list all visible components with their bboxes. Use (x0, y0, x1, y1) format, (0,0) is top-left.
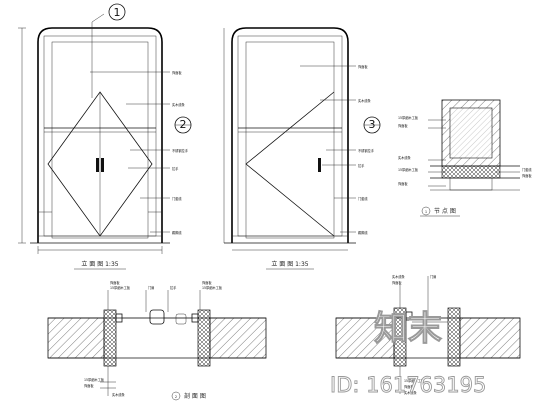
watermark-id-text: ID: 161763195 (330, 373, 486, 397)
svg-text:拉手: 拉手 (170, 285, 177, 290)
watermark: 知末 ID: 161763195 (330, 309, 487, 398)
svg-text:拉手: 拉手 (172, 166, 179, 171)
svg-text:剖 面 图: 剖 面 图 (184, 392, 206, 400)
svg-text:15厚细木工板: 15厚细木工板 (110, 285, 131, 290)
svg-text:不锈钢拉手: 不锈钢拉手 (358, 148, 375, 153)
detail-1: 15厚细木工板 饰面板 实木线条 15厚细木工板 饰面板 门套线 饰面板 1 节… (398, 99, 532, 217)
svg-text:拉手: 拉手 (358, 163, 365, 168)
svg-text:1: 1 (425, 210, 427, 214)
watermark-logo-text: 知末 (374, 309, 442, 349)
svg-text:不锈钢拉手: 不锈钢拉手 (172, 148, 189, 153)
svg-text:实木线条: 实木线条 (112, 392, 126, 397)
svg-text:15厚细木工板: 15厚细木工板 (398, 167, 419, 172)
elevation-1: 饰面板 实木线条 不锈钢拉手 拉手 门套线 踢脚线 1 2 立 面 图 1:35 (18, 3, 192, 270)
svg-text:踢脚线: 踢脚线 (358, 230, 368, 235)
svg-text:15厚细木工板: 15厚细木工板 (84, 377, 105, 382)
svg-text:饰面板: 饰面板 (84, 383, 94, 388)
svg-text:饰面板: 饰面板 (522, 173, 532, 178)
svg-text:节 点 图: 节 点 图 (434, 207, 456, 215)
elevation-1-caption: 立 面 图 1:35 (81, 260, 118, 268)
detail-1-title: 1 节 点 图 (420, 206, 460, 217)
section-marker-2: 2 (174, 116, 192, 134)
svg-text:饰面板: 饰面板 (392, 280, 402, 285)
svg-text:3: 3 (369, 118, 376, 131)
svg-text:饰面板: 饰面板 (398, 181, 408, 186)
section-2: 饰面板 15厚细木工板 门扇 拉手 饰面板 15厚细木工板 15厚细木工板 饰面… (47, 280, 267, 401)
svg-text:饰面板: 饰面板 (358, 64, 368, 69)
svg-text:门套线: 门套线 (172, 196, 182, 201)
svg-text:饰面板: 饰面板 (398, 123, 408, 128)
svg-text:实木线条: 实木线条 (358, 98, 372, 103)
svg-text:实木线条: 实木线条 (398, 155, 412, 160)
section-marker-1: 1 (91, 3, 126, 98)
svg-text:15厚细木工板: 15厚细木工板 (398, 115, 419, 120)
svg-text:实木线条: 实木线条 (404, 390, 418, 395)
svg-text:饰面板: 饰面板 (202, 280, 212, 285)
svg-text:饰面板: 饰面板 (172, 70, 182, 75)
svg-text:实木线条: 实木线条 (392, 274, 406, 279)
svg-text:15厚细木工板: 15厚细木工板 (202, 285, 223, 290)
elevation-2-caption: 立 面 图 1:35 (271, 260, 308, 268)
svg-text:15厚细木工板: 15厚细木工板 (404, 378, 425, 383)
svg-text:饰面板: 饰面板 (110, 280, 120, 285)
svg-text:门扇: 门扇 (430, 274, 436, 279)
section-2-title: 2 剖 面 图 (171, 391, 206, 401)
svg-text:饰面板: 饰面板 (404, 384, 414, 389)
svg-text:踢脚线: 踢脚线 (172, 230, 182, 235)
svg-text:2: 2 (180, 118, 187, 131)
section-marker-3: 3 (363, 116, 381, 134)
svg-text:1: 1 (114, 6, 121, 19)
svg-text:2: 2 (175, 395, 177, 399)
svg-text:实木线条: 实木线条 (172, 102, 186, 107)
svg-text:门扇: 门扇 (148, 285, 154, 290)
elevation-2: 饰面板 实木线条 不锈钢拉手 拉手 门套线 踢脚线 3 立 面 图 1:35 (223, 27, 381, 270)
section-3: 实木线条 饰面板 门扇 15厚细木工板 饰面板 实木线条 (335, 274, 521, 395)
svg-text:门套线: 门套线 (358, 196, 368, 201)
svg-text:门套线: 门套线 (522, 167, 532, 172)
